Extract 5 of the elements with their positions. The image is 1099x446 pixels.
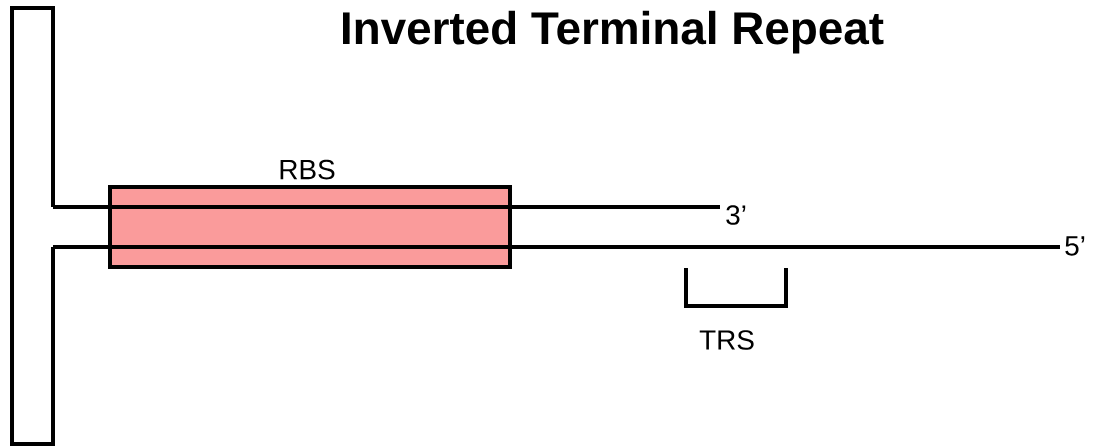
strand-end-label: 3’: [726, 205, 746, 225]
bracket-label: TRS: [699, 330, 754, 350]
strand-end-label: 5’: [1065, 236, 1085, 256]
region-label: RBS: [280, 159, 335, 180]
title: Inverted Terminal Repeat: [343, 10, 884, 54]
